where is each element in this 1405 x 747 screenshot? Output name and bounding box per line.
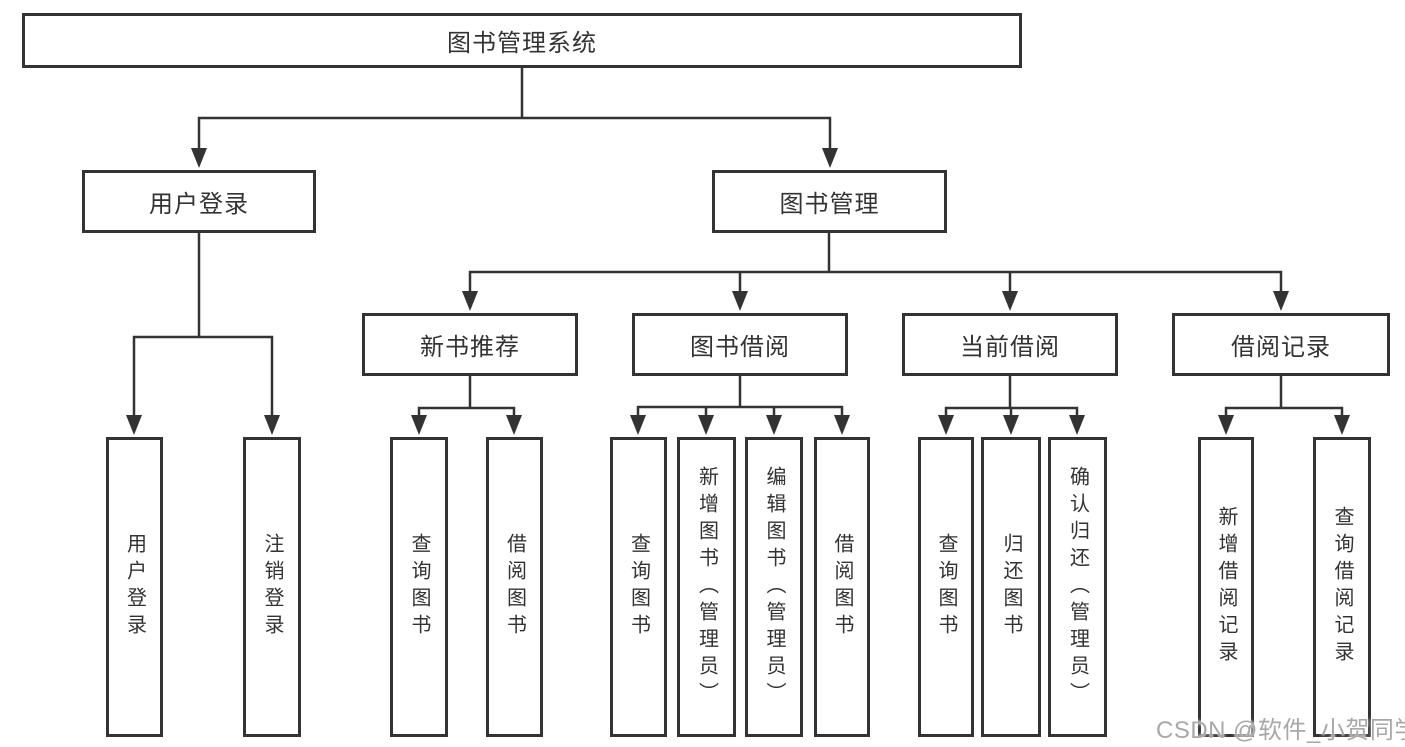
leaf-logout: 注销登录 <box>243 437 301 737</box>
leaf-label: 编辑图书（管理员） <box>763 465 785 709</box>
arrowhead-icon <box>506 415 522 435</box>
arrowhead-icon <box>1218 415 1234 435</box>
leaf-return-books: 归还图书 <box>981 437 1041 737</box>
arrowhead-icon <box>264 415 280 435</box>
node-label: 用户登录 <box>149 191 249 218</box>
arrowhead-icon <box>191 148 207 168</box>
leaf-borrow-books-borrowing: 借阅图书 <box>814 437 870 737</box>
csdn-watermark: CSDN @软件_小贺同学 <box>1156 717 1405 744</box>
leaf-confirm-return-admin: 确认归还（管理员） <box>1048 437 1107 737</box>
leaf-query-books-recommend: 查询图书 <box>390 437 448 737</box>
arrowhead-icon <box>1069 415 1085 435</box>
node-library-management-system: 图书管理系统 <box>22 13 1022 68</box>
leaf-label: 借阅图书 <box>831 533 853 641</box>
arrowhead-icon <box>822 148 838 168</box>
node-current-borrowing: 当前借阅 <box>902 313 1118 376</box>
leaf-query-borrow-record: 查询借阅记录 <box>1313 437 1371 737</box>
node-label: 图书借阅 <box>690 334 790 361</box>
arrowhead-icon <box>938 415 954 435</box>
arrowhead-icon <box>766 415 782 435</box>
node-new-book-recommendation: 新书推荐 <box>362 313 578 376</box>
node-label: 借阅记录 <box>1231 334 1331 361</box>
leaf-label: 归还图书 <box>1000 533 1022 641</box>
node-label: 当前借阅 <box>960 334 1060 361</box>
node-label: 图书管理 <box>779 191 880 218</box>
arrowhead-icon <box>126 415 142 435</box>
leaf-label: 查询图书 <box>408 533 430 641</box>
arrowhead-icon <box>698 415 714 435</box>
leaf-label: 用户登录 <box>123 533 146 641</box>
leaf-borrow-books-recommend: 借阅图书 <box>486 437 543 737</box>
leaf-query-books-current: 查询图书 <box>918 437 974 737</box>
arrowhead-icon <box>630 415 646 435</box>
arrowhead-icon <box>1334 415 1350 435</box>
leaf-label: 注销登录 <box>261 533 283 641</box>
leaf-label: 新增图书（管理员） <box>695 465 718 709</box>
leaf-add-borrow-record: 新增借阅记录 <box>1198 437 1254 737</box>
leaf-label: 确认归还（管理员） <box>1066 465 1089 709</box>
node-book-borrowing: 图书借阅 <box>632 313 848 376</box>
leaf-add-book-admin: 新增图书（管理员） <box>677 437 736 737</box>
arrowhead-icon <box>1002 291 1018 311</box>
leaf-label: 查询借阅记录 <box>1331 506 1353 668</box>
node-label: 图书管理系统 <box>447 30 597 57</box>
arrowhead-icon <box>1273 291 1289 311</box>
node-book-management: 图书管理 <box>712 170 947 233</box>
node-user-login: 用户登录 <box>82 170 316 233</box>
leaf-label: 借阅图书 <box>503 533 526 641</box>
leaf-query-books-borrowing: 查询图书 <box>610 437 667 737</box>
arrowhead-icon <box>411 415 427 435</box>
arrowhead-icon <box>1003 415 1019 435</box>
arrowhead-icon <box>732 291 748 311</box>
leaf-edit-book-admin: 编辑图书（管理员） <box>745 437 803 737</box>
leaf-user-login: 用户登录 <box>106 437 163 737</box>
node-borrowing-records: 借阅记录 <box>1172 313 1390 376</box>
node-label: 新书推荐 <box>420 334 520 361</box>
leaf-label: 新增借阅记录 <box>1215 506 1237 668</box>
leaf-label: 查询图书 <box>935 533 957 641</box>
leaf-label: 查询图书 <box>627 533 650 641</box>
arrowhead-icon <box>834 415 850 435</box>
arrowhead-icon <box>462 291 478 311</box>
